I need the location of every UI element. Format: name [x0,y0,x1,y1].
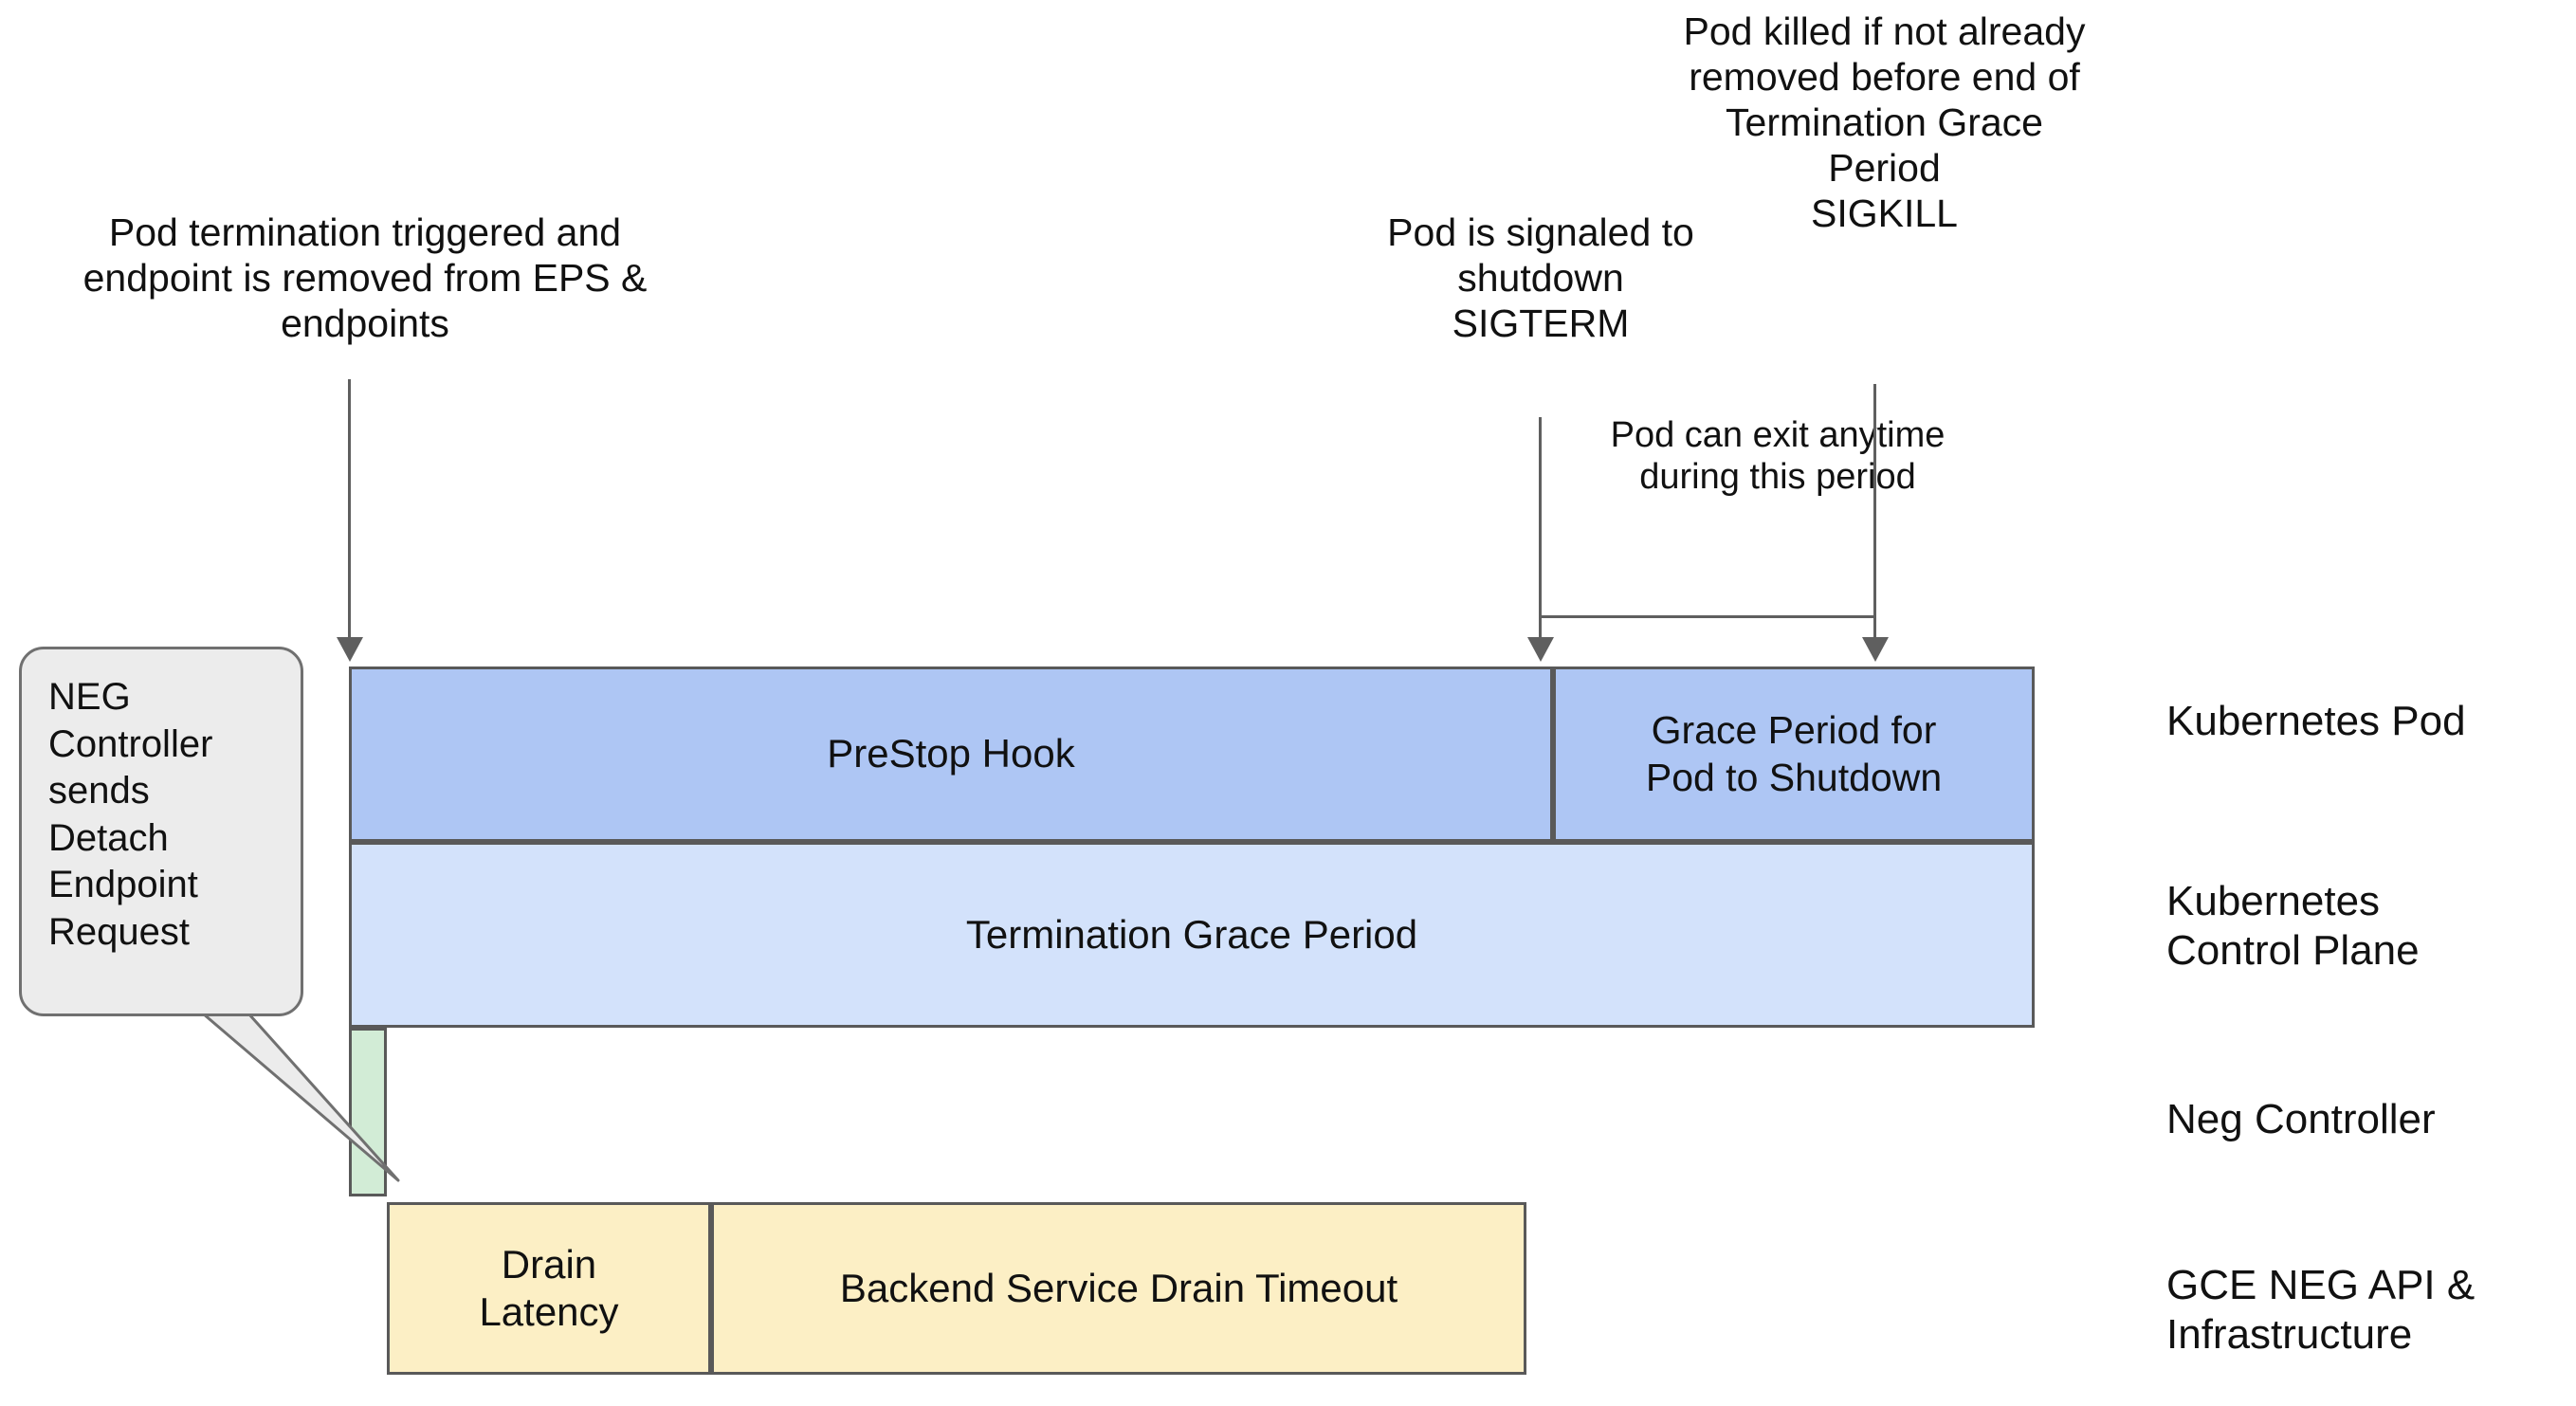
bar-drain-latency: Drain Latency [387,1202,711,1375]
bar-neg-controller [349,1028,387,1196]
lane-label-gce-neg-api: GCE NEG API & Infrastructure [2166,1262,2476,1358]
arrow-down-icon-sigterm [1527,637,1554,662]
annotation-pod-termination: Pod termination triggered and endpoint i… [82,210,648,345]
connector-line-sigkill [1873,384,1876,637]
bracket-connector-exit-window [1539,615,1876,618]
connector-line-pod-termination [348,379,351,637]
annotation-sigkill: Pod killed if not already removed before… [1683,9,2086,235]
callout-neg-controller-detach: NEG Controller sends Detach Endpoint Req… [19,647,303,1016]
lane-label-neg-controller: Neg Controller [2166,1096,2436,1142]
lane-label-kubernetes-pod: Kubernetes Pod [2166,698,2466,744]
callout-tail-icon [169,984,400,1182]
arrow-down-icon-pod-termination [337,637,363,662]
bar-termination-grace-period: Termination Grace Period [349,842,2035,1028]
connector-line-sigterm [1539,417,1542,637]
lane-label-kubernetes-control-plane: Kubernetes Control Plane [2166,878,2420,974]
bar-prestop-hook: PreStop Hook [349,666,1553,842]
bar-backend-service-drain-timeout: Backend Service Drain Timeout [711,1202,1526,1375]
annotation-sigterm: Pod is signaled to shutdown SIGTERM [1387,210,1694,345]
bar-grace-period-for-pod-to-shutdown: Grace Period for Pod to Shutdown [1553,666,2035,842]
annotation-pod-exit-window: Pod can exit anytime during this period [1610,415,1946,498]
arrow-down-icon-sigkill [1862,637,1889,662]
